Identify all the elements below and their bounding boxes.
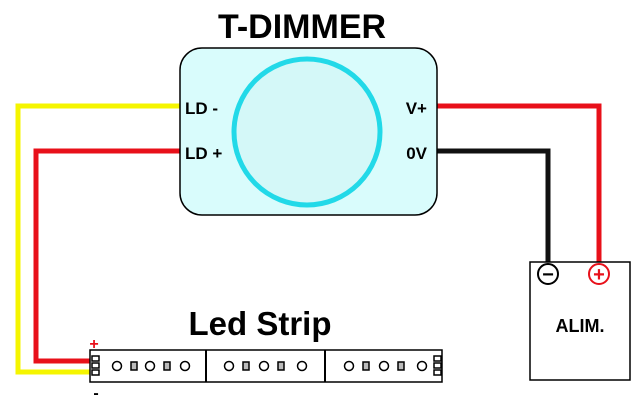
resistor-icon bbox=[242, 361, 250, 371]
dimmer-module: LD - LD + V+ 0V bbox=[179, 47, 438, 216]
led-icon bbox=[111, 360, 123, 372]
dimmer-knob[interactable] bbox=[231, 56, 383, 208]
resistor-icon bbox=[397, 361, 405, 371]
wires bbox=[15, 103, 602, 375]
resistor-icon bbox=[362, 361, 370, 371]
led-icon bbox=[223, 360, 235, 372]
led-icon bbox=[378, 360, 390, 372]
yellow-wire-ld-minus bbox=[15, 103, 180, 375]
resistor-icon bbox=[130, 361, 138, 371]
resistor-icon bbox=[277, 361, 285, 371]
led-icon bbox=[296, 360, 308, 372]
strip-segment-3 bbox=[343, 360, 428, 372]
power-supply: − + ALIM. bbox=[529, 261, 631, 381]
plus-terminal-icon bbox=[588, 263, 610, 285]
minus-terminal-symbol: − bbox=[542, 264, 554, 286]
strip-segment-1 bbox=[111, 360, 191, 372]
power-supply-label: ALIM. bbox=[556, 316, 605, 336]
led-strip-label: Led Strip bbox=[188, 305, 331, 342]
led-icon bbox=[416, 360, 428, 372]
led-icon bbox=[258, 360, 270, 372]
plus-terminal-symbol: + bbox=[593, 264, 605, 286]
strip-minus-mark: - bbox=[93, 385, 98, 402]
minus-terminal-icon bbox=[537, 263, 559, 285]
terminal-ld-plus: LD + bbox=[185, 144, 222, 163]
resistor-icon bbox=[163, 361, 171, 371]
led-strip: Led Strip + - bbox=[89, 305, 443, 402]
red-wire-v-plus bbox=[437, 103, 602, 262]
red-wire-ld-plus bbox=[33, 148, 180, 364]
led-icon bbox=[179, 360, 191, 372]
power-supply-box bbox=[529, 261, 631, 381]
led-icon bbox=[144, 360, 156, 372]
terminal-ld-minus: LD - bbox=[185, 99, 218, 118]
strip-pads-right bbox=[433, 355, 442, 376]
led-icon bbox=[343, 360, 355, 372]
terminal-v-plus: V+ bbox=[406, 99, 427, 118]
black-wire-zero-v bbox=[437, 148, 551, 262]
diagram-title: T-DIMMER bbox=[218, 8, 386, 46]
strip-pads-left bbox=[91, 355, 100, 376]
strip-plus-mark: + bbox=[89, 336, 98, 353]
strip-segment-2 bbox=[223, 360, 308, 372]
terminal-zero-v: 0V bbox=[406, 144, 427, 163]
